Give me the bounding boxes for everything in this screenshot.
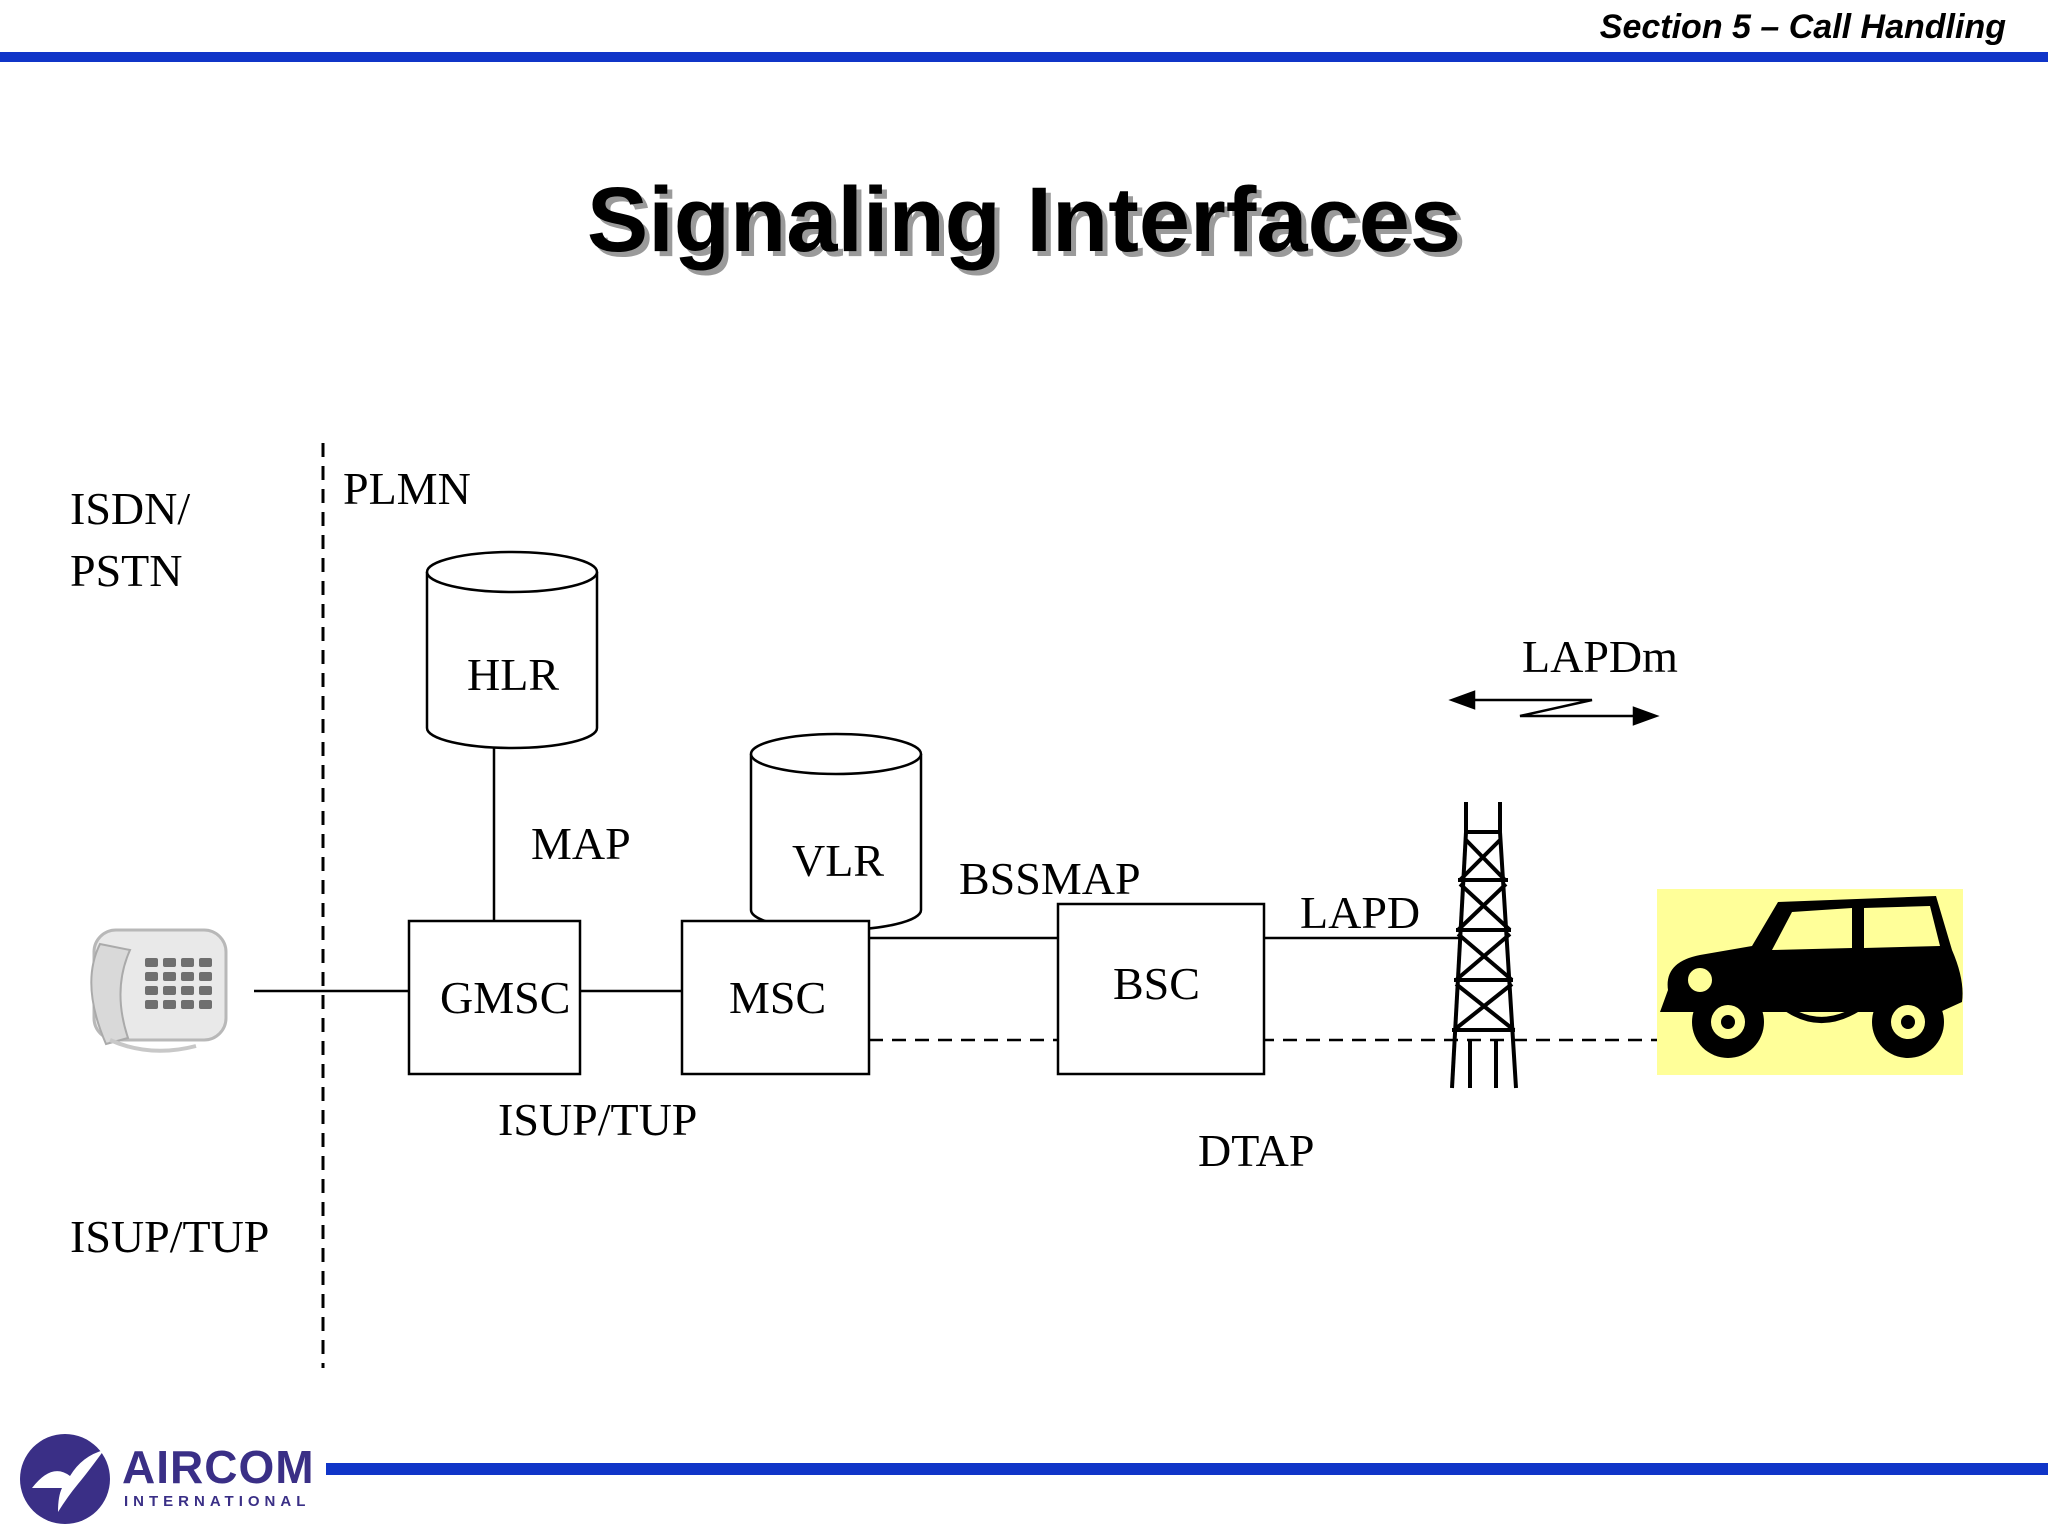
top-rule	[0, 52, 2048, 62]
plmn-label: PLMN	[343, 463, 471, 514]
lapd-interface-label: LAPD	[1300, 887, 1421, 938]
vlr-database-icon	[749, 732, 923, 932]
bts-tower-icon	[1450, 802, 1518, 1089]
msc-box	[680, 919, 871, 1076]
aircom-bird-logo-icon	[20, 1434, 110, 1524]
vlr-label: VLR	[792, 835, 884, 886]
msc-label: MSC	[729, 972, 827, 1023]
gmsc-label: GMSC	[440, 972, 571, 1023]
bsc-label: BSC	[1113, 958, 1200, 1009]
isdn-pstn-label: ISDN/ PSTN	[70, 483, 191, 596]
lapdm-radio-arrow-icon	[1448, 690, 1660, 726]
telephone-icon	[90, 928, 228, 1053]
hlr-database-icon	[425, 550, 599, 750]
logo-name: AIRCOM	[122, 1441, 315, 1493]
bssmap-interface-label: BSSMAP	[959, 853, 1141, 904]
logo-subtitle: INTERNATIONAL	[124, 1493, 311, 1510]
slide-title: Signaling Interfaces	[586, 169, 1462, 271]
isup-tup-pstn-label: ISUP/TUP	[70, 1211, 270, 1262]
aircom-logo: AIRCOM INTERNATIONAL	[18, 1432, 318, 1524]
car-icon	[1657, 889, 1963, 1075]
hlr-label: HLR	[467, 649, 559, 700]
section-header: Section 5 – Call Handling	[1599, 8, 2006, 46]
bsc-box	[1056, 902, 1266, 1076]
lapdm-interface-label: LAPDm	[1522, 631, 1678, 682]
bottom-rule	[326, 1463, 2048, 1475]
isup-tup-plmn-label: ISUP/TUP	[498, 1094, 698, 1145]
dtap-interface-label: DTAP	[1198, 1125, 1315, 1176]
gmsc-box	[407, 919, 582, 1076]
map-interface-label: MAP	[531, 818, 631, 869]
